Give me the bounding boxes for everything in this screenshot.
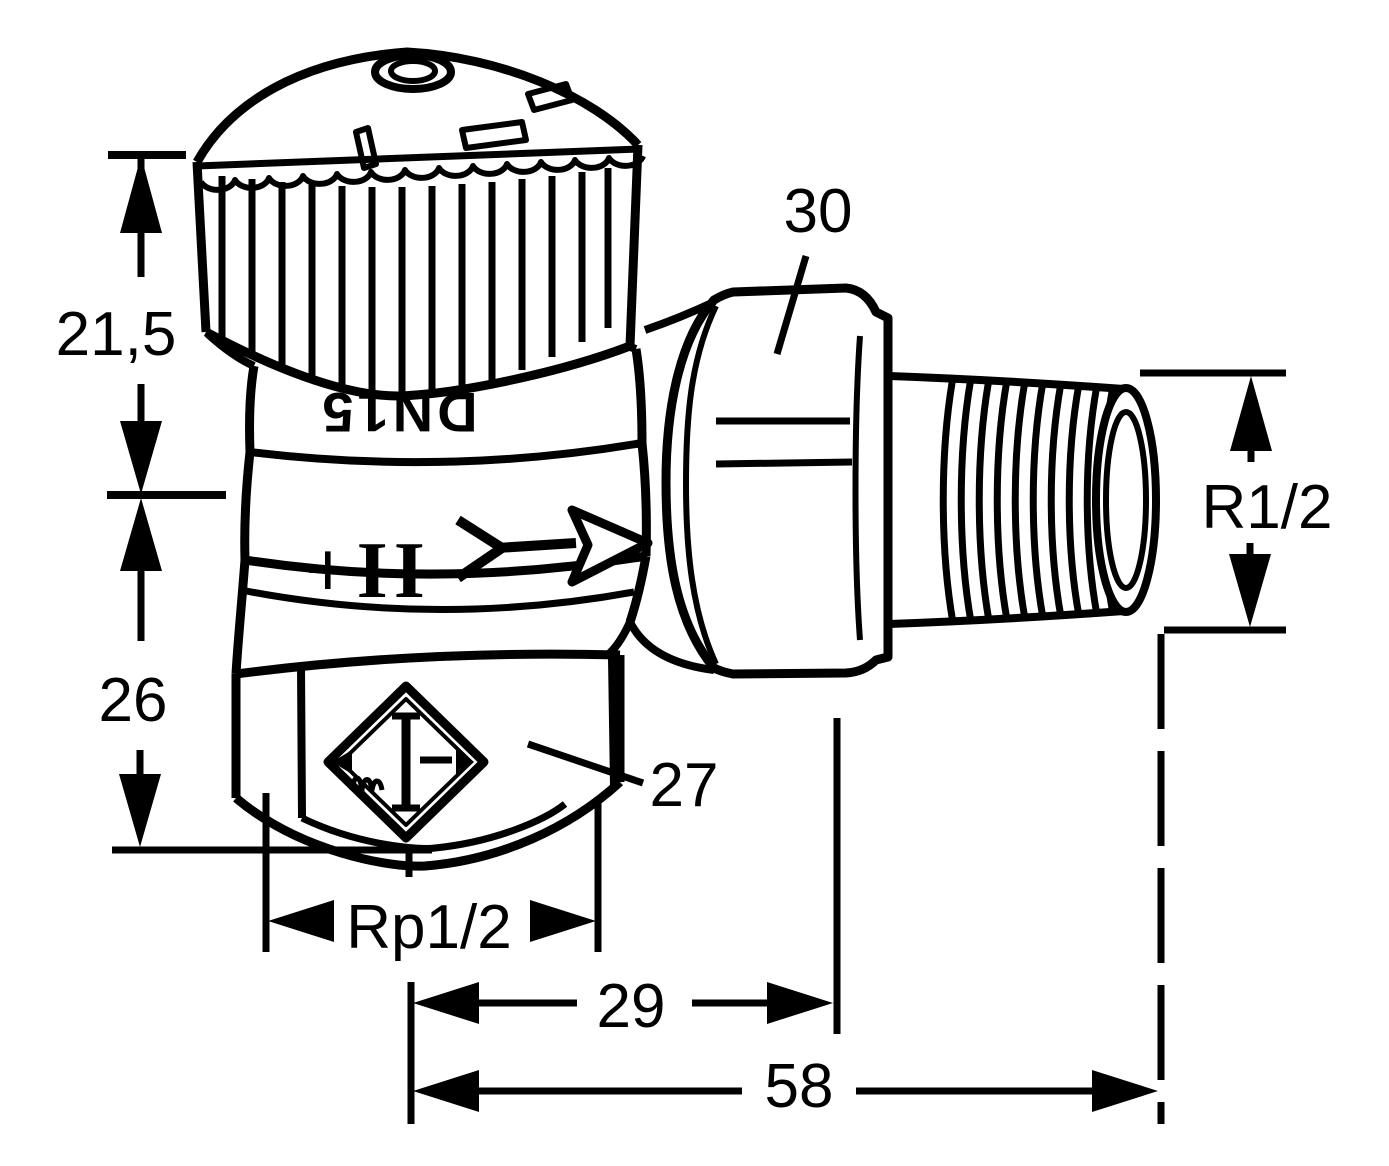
dimension-58-label: 58 — [765, 1052, 834, 1121]
dimension-26-label: 26 — [99, 666, 168, 735]
dimension-rp12-label: Rp1/2 — [346, 893, 511, 962]
dimension-26 — [112, 498, 432, 854]
label-27-leader — [526, 740, 645, 787]
union-nut — [626, 283, 893, 679]
dimension-29-label: 29 — [597, 972, 666, 1041]
dimension-rp12 — [262, 793, 602, 952]
engraving-dn15: DN15 — [318, 381, 477, 444]
protection-cap — [192, 47, 646, 401]
dimension-r12 — [1140, 369, 1286, 634]
dimension-21-5-label: 21,5 — [56, 300, 177, 369]
label-30: 30 — [784, 177, 853, 246]
engraving-preset-mark: +II — [305, 527, 431, 615]
dimension-r12-label: R1/2 — [1202, 473, 1333, 542]
dimension-29 — [407, 718, 841, 1124]
dimension-21-5 — [107, 151, 226, 499]
male-thread — [887, 372, 1160, 628]
flow-direction-arrow-icon — [455, 505, 653, 587]
hex-connection — [231, 649, 625, 877]
heimeier-logo-icon — [323, 681, 489, 843]
label-27: 27 — [650, 751, 719, 820]
label-30-leader — [773, 255, 810, 355]
dimension-58 — [413, 634, 1165, 1124]
